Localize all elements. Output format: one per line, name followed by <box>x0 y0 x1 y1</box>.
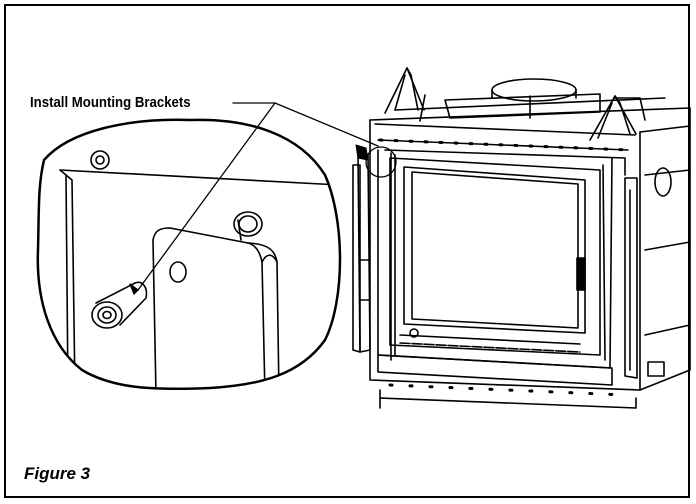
magnifier-outline <box>36 118 342 391</box>
bracket-callout-circle <box>365 146 397 178</box>
door-glass <box>403 166 586 334</box>
detail-bracket-plate <box>152 227 266 389</box>
unit-front-face <box>369 119 641 391</box>
callout-leaders <box>129 102 379 295</box>
door-handle <box>576 257 586 291</box>
detail-side-plate <box>59 169 340 186</box>
detail-screw-head <box>91 301 123 329</box>
figure-frame <box>4 4 690 498</box>
fireplace-unit <box>352 67 691 409</box>
detail-magnifier <box>36 118 342 391</box>
callout-install-mounting-brackets: Install Mounting Brackets <box>30 94 191 111</box>
figure-caption: Figure 3 <box>24 464 91 483</box>
right-mounting-bracket <box>624 177 638 379</box>
